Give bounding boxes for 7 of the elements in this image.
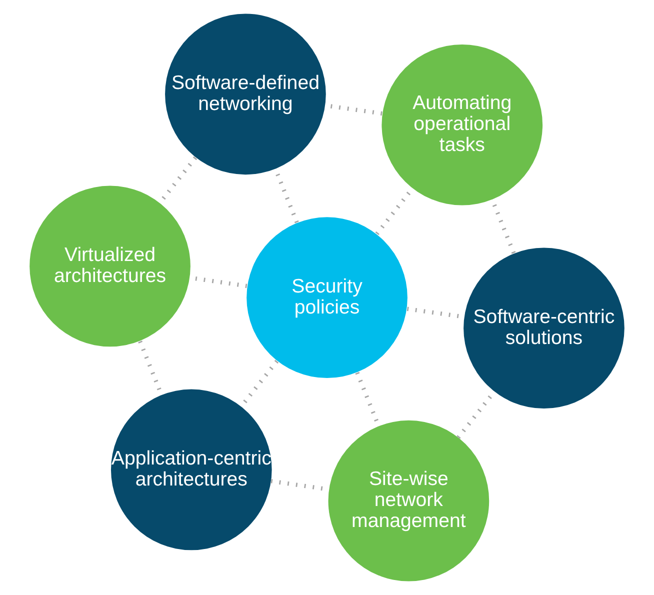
- node-circle: Application-centric architectures: [110, 389, 272, 550]
- node-circle: Security policies: [246, 217, 408, 378]
- node-circle: Software-centric solutions: [464, 248, 624, 409]
- node-circle: Site-wise network management: [328, 420, 490, 582]
- node-circle: Software-defined networking: [165, 14, 326, 175]
- node-circle: Automating operational tasks: [382, 44, 543, 206]
- node-circle: Virtualized architectures: [30, 186, 190, 347]
